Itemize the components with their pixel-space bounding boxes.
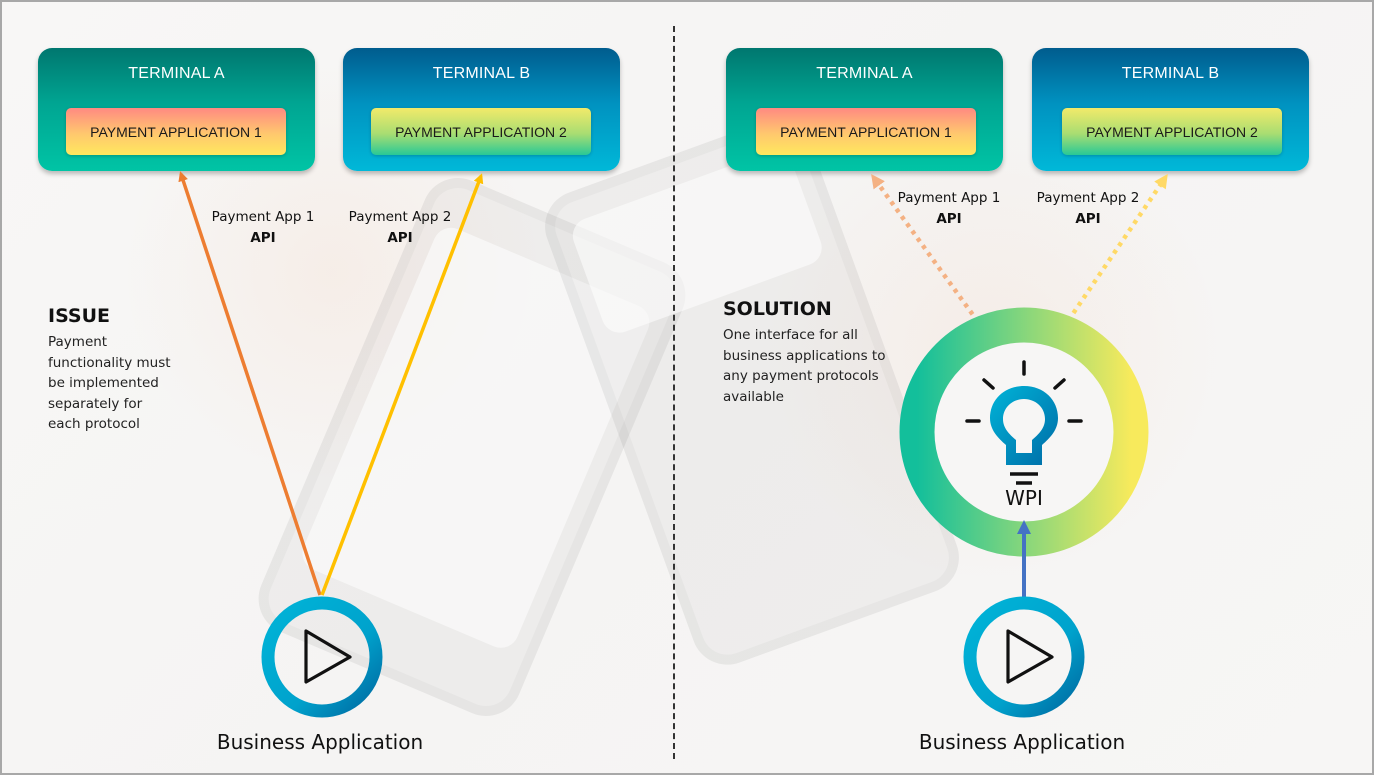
api-label-line1: Payment App 1 — [897, 190, 1001, 206]
description-line: separately for — [48, 395, 143, 412]
payment-application-box: PAYMENT APPLICATION 2 — [1062, 108, 1282, 155]
left-api-label-app1: Payment App 1 API — [198, 207, 328, 249]
right-api-label-app2: Payment App 2 API — [1023, 188, 1153, 230]
left-terminal-b: TERMINAL B PAYMENT APPLICATION 2 — [343, 48, 620, 171]
play-icon — [304, 629, 352, 684]
terminal-title: TERMINAL B — [432, 65, 531, 82]
section-divider — [673, 26, 675, 759]
solution-heading: SOLUTION — [723, 298, 832, 320]
left-business-application-caption: Business Application — [216, 730, 424, 754]
payment-application-box: PAYMENT APPLICATION 2 — [371, 108, 591, 155]
play-icon — [1006, 629, 1054, 684]
left-business-application-icon — [261, 596, 383, 718]
api-label-line2: API — [936, 211, 962, 227]
issue-description: Payment functionality must be implemente… — [48, 332, 208, 435]
terminal-title: TERMINAL A — [128, 65, 225, 82]
api-label-line2: API — [1075, 211, 1101, 227]
description-line: any payment protocols — [723, 368, 879, 384]
description-line: functionality must — [48, 354, 171, 371]
right-terminal-b: TERMINAL B PAYMENT APPLICATION 2 — [1032, 48, 1309, 171]
description-line: be implemented — [48, 375, 159, 391]
right-api-label-app1: Payment App 1 API — [884, 188, 1014, 230]
api-label-line2: API — [387, 230, 413, 246]
right-business-application-icon — [963, 596, 1085, 718]
wpi-label: WPI — [1005, 486, 1043, 510]
lightbulb-icon — [965, 360, 1083, 485]
description-line: business applications to — [723, 347, 886, 364]
left-api-label-app2: Payment App 2 API — [335, 207, 465, 249]
ring — [261, 596, 383, 718]
terminal-title: TERMINAL B — [1121, 65, 1220, 82]
api-label-line1: Payment App 1 — [211, 209, 315, 225]
arrow-to-payment-app-1 — [178, 171, 322, 596]
ring — [963, 596, 1085, 718]
left-terminal-a: TERMINAL A PAYMENT APPLICATION 1 — [38, 48, 315, 171]
arrow-to-payment-app-2 — [320, 173, 484, 596]
description-line: each protocol — [48, 416, 140, 432]
right-business-application-caption: Business Application — [918, 730, 1126, 754]
payment-application-box: PAYMENT APPLICATION 1 — [756, 108, 976, 155]
solution-description: One interface for all business applicati… — [723, 325, 913, 407]
description-line: available — [723, 388, 784, 405]
dotted-arrow-to-payment-app-1 — [871, 173, 1022, 382]
right-terminal-a: TERMINAL A PAYMENT APPLICATION 1 — [726, 48, 1003, 171]
description-line: Payment — [48, 334, 108, 350]
api-label-line1: Payment App 2 — [1036, 190, 1140, 206]
payment-application-box: PAYMENT APPLICATION 1 — [66, 108, 286, 155]
api-label-line1: Payment App 2 — [348, 209, 452, 225]
issue-heading: ISSUE — [48, 305, 110, 327]
description-line: One interface for all — [723, 327, 858, 343]
api-label-line2: API — [250, 230, 276, 246]
terminal-title: TERMINAL A — [816, 65, 913, 82]
